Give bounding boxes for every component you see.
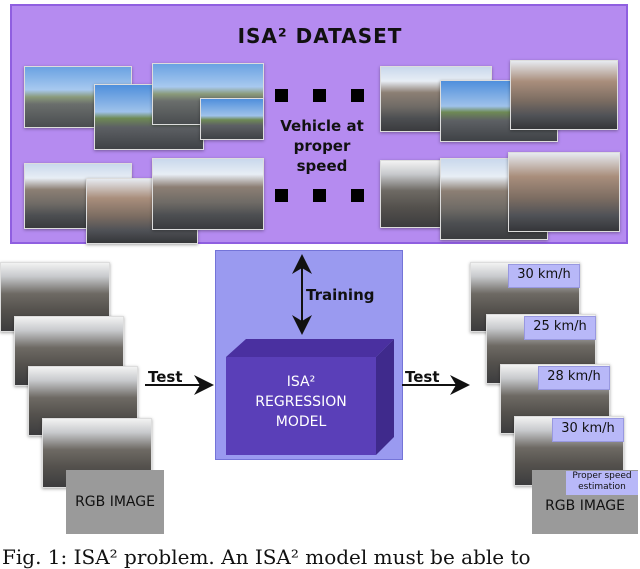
training-label: Training bbox=[306, 286, 375, 304]
model-label-line3: MODEL bbox=[275, 414, 327, 430]
vehicle-label: Vehicle at proper speed bbox=[280, 117, 364, 175]
dataset-photo bbox=[510, 60, 618, 130]
proper-speed-label: Proper speed estimation bbox=[566, 471, 638, 495]
rgb-image-label-left: RGB IMAGE bbox=[75, 494, 155, 510]
ellipsis-dot bbox=[313, 189, 326, 202]
ellipsis-dot bbox=[275, 189, 288, 202]
dataset-photo bbox=[380, 160, 448, 228]
speed-badge: 28 km/h bbox=[538, 366, 610, 390]
test-label-left: Test bbox=[148, 368, 183, 386]
model-label-line1: ISA² bbox=[286, 374, 316, 390]
ellipsis-dot bbox=[275, 89, 288, 102]
ellipsis-dot bbox=[351, 189, 364, 202]
speed-badge: 30 km/h bbox=[552, 418, 624, 442]
cube-side bbox=[376, 339, 394, 455]
speed-badge: 25 km/h bbox=[524, 316, 596, 340]
speed-badge: 30 km/h bbox=[508, 264, 580, 288]
figure-caption: Fig. 1: ISA² problem. An ISA² model must… bbox=[2, 545, 531, 569]
cube-top bbox=[226, 339, 394, 357]
ellipsis-dot bbox=[351, 89, 364, 102]
model-label: ISA² REGRESSION MODEL bbox=[226, 372, 376, 432]
dataset-photo bbox=[200, 98, 264, 140]
dataset-photo bbox=[508, 152, 620, 232]
cube-front bbox=[226, 357, 376, 455]
dataset-title: ISA² DATASET bbox=[237, 24, 403, 48]
ellipsis-dot bbox=[313, 89, 326, 102]
rgb-image-label-right: RGB IMAGE bbox=[545, 498, 625, 514]
model-label-line2: REGRESSION bbox=[255, 394, 347, 410]
dataset-photo bbox=[152, 158, 264, 230]
rgb-image-box-left bbox=[66, 470, 164, 534]
test-label-right: Test bbox=[405, 368, 440, 386]
